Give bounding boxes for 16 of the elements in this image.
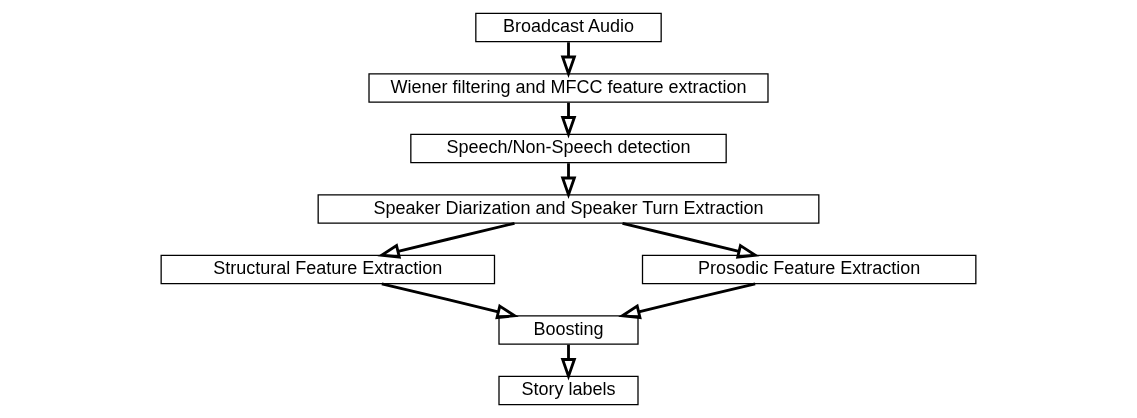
node-box: Broadcast Audio [475,12,662,43]
arrow [560,42,577,79]
arrow [560,102,577,139]
arrow [622,221,760,259]
node-box: Wiener filtering and MFCC feature extraction [368,73,769,103]
node-box: Structural Feature Extraction [160,254,496,285]
node-box: Story labels [498,375,639,406]
node-box: Boosting [498,315,639,345]
arrow [377,221,515,259]
arrow [381,282,519,320]
arrow [618,282,756,320]
arrow [560,163,577,200]
node-box: Speaker Diarization and Speaker Turn Extraction [317,194,820,224]
node-box: Prosodic Feature Extraction [641,254,977,285]
arrow [560,344,577,381]
node-box: Speech/Non-Speech detection [410,133,727,164]
